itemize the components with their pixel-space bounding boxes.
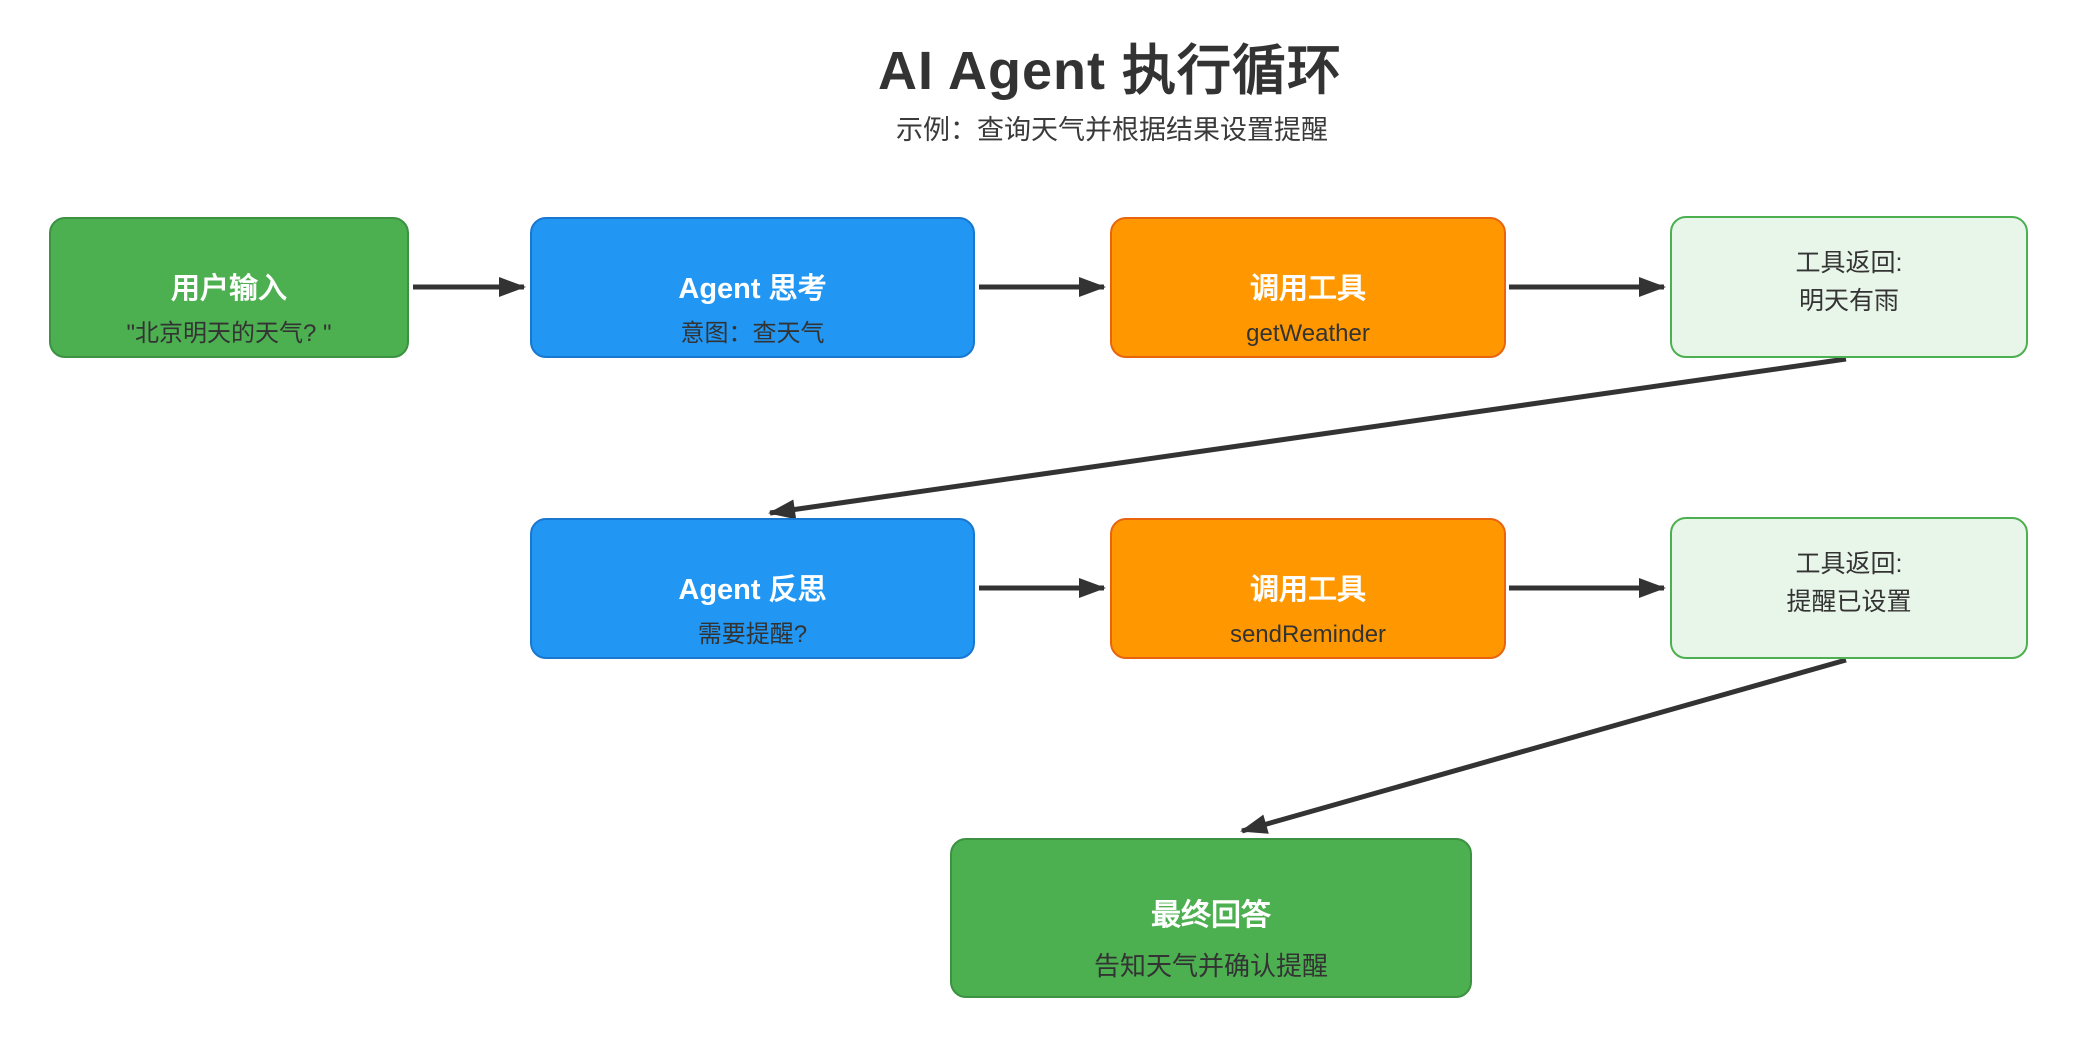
- node-line1: 工具返回:: [1795, 550, 1903, 578]
- arrow-tool-return-1-to-agent-reflect: [768, 356, 1847, 520]
- node-subtitle: 需要提醒?: [697, 621, 808, 648]
- node-title: Agent 思考: [678, 273, 827, 305]
- node-title: 调用工具: [1249, 574, 1366, 606]
- node-line2: 提醒已设置: [1786, 588, 1912, 616]
- node-subtitle: getWeather: [1246, 320, 1370, 347]
- page-title: AI Agent 执行循环: [878, 41, 1342, 101]
- node-subtitle: sendReminder: [1229, 621, 1387, 648]
- node-tool-call-getweather: 调用工具 getWeather: [1110, 217, 1506, 358]
- node-subtitle: 告知天气并确认提醒: [1093, 951, 1328, 981]
- node-subtitle: 意图：查天气: [680, 320, 825, 347]
- page-subtitle: 示例：查询天气并根据结果设置提醒: [896, 115, 1328, 145]
- node-user-input: 用户输入 "北京明天的天气? ": [49, 217, 409, 358]
- node-title: Agent 反思: [678, 574, 827, 606]
- node-agent-think: Agent 思考 意图：查天气: [530, 217, 975, 358]
- node-line2: 明天有雨: [1798, 287, 1899, 315]
- node-title: 用户输入: [170, 273, 287, 305]
- arrow-tool-return-2-to-final-answer: [1240, 657, 1847, 834]
- node-agent-reflect: Agent 反思 需要提醒?: [530, 518, 975, 659]
- node-title: 最终回答: [1151, 899, 1271, 932]
- node-tool-call-sendreminder: 调用工具 sendReminder: [1110, 518, 1506, 659]
- node-final-answer: 最终回答 告知天气并确认提醒: [950, 838, 1472, 998]
- node-subtitle: "北京明天的天气? ": [126, 320, 332, 347]
- node-line1: 工具返回:: [1795, 249, 1903, 277]
- node-tool-return-rain: 工具返回: 明天有雨: [1670, 216, 2028, 358]
- node-title: 调用工具: [1249, 273, 1366, 305]
- node-tool-return-reminder-set: 工具返回: 提醒已设置: [1670, 517, 2028, 659]
